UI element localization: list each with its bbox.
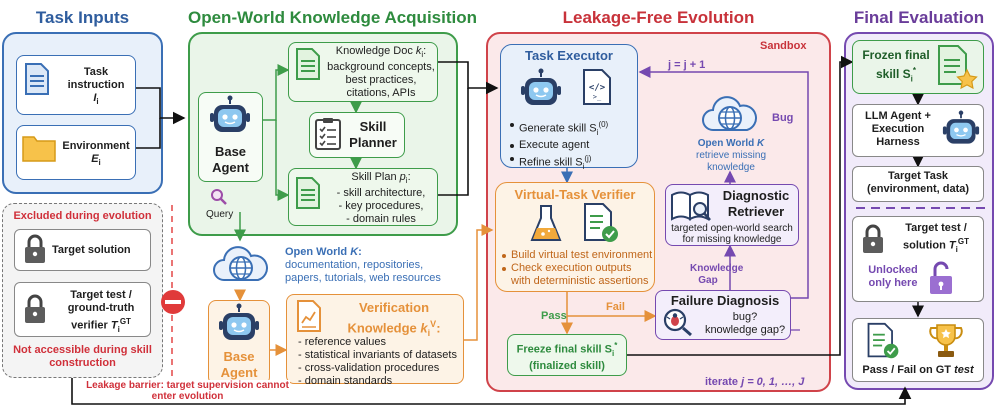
document-icon <box>25 63 49 95</box>
executor-step: Execute agent <box>510 139 636 152</box>
robot-icon <box>219 303 259 340</box>
excluded-title: Excluded during evolution <box>13 210 152 222</box>
unlocked-label: Unlocked only here <box>868 264 918 289</box>
knowledge-doc-title: Knowledge Doc ki: <box>335 45 427 60</box>
open-world-body: retrieve missing knowledge <box>695 150 767 173</box>
query-label: Query <box>206 209 234 220</box>
freeze-skill-text: Freeze final skill Si* (finalized skill) <box>516 341 618 372</box>
target-task-label: Target Task (environment, data) <box>866 170 970 195</box>
evolution-title: Leakage-Free Evolution <box>562 8 755 27</box>
executor-step: Refine skill Si(j) <box>510 152 636 173</box>
cloud-globe-icon <box>702 96 757 131</box>
bug-label: Bug <box>772 112 794 124</box>
lock-icon <box>25 234 45 263</box>
checklist-verified-icon <box>867 322 899 359</box>
knowledge-gap-label: Knowledge Gap <box>690 263 744 286</box>
sandbox-label: Sandbox <box>760 40 807 52</box>
checklist-icon <box>315 118 341 150</box>
svg-text:>_: >_ <box>593 93 602 101</box>
no-entry-icon <box>161 290 185 314</box>
open-world-title: Open World K: <box>285 246 362 258</box>
document-star-icon <box>938 45 978 90</box>
verification-item: - domain standards <box>298 375 393 387</box>
cloud-globe-icon <box>213 246 268 281</box>
not-accessible-note: Not accessible during skill construction <box>13 344 152 369</box>
fail-label: Fail <box>606 301 625 313</box>
final-title: Final Evaluation <box>853 8 985 27</box>
failure-questions: bug? knowledge gap? <box>700 311 790 337</box>
base-agent-2-label: Base Agent <box>220 349 258 380</box>
loop-label: j = j + 1 <box>668 59 706 71</box>
trophy-icon <box>929 324 963 357</box>
skill-plan-title: Skill Plan pi: <box>351 171 411 186</box>
folder-icon <box>22 136 56 162</box>
task-inputs-title: Task Inputs <box>35 8 130 27</box>
base-agent-label: Base Agent <box>212 144 249 175</box>
target-test-final-card <box>852 216 984 302</box>
target-test-label: Target test / ground-truth verifier TiGT <box>67 289 135 334</box>
robot-icon <box>942 110 980 144</box>
target-solution-label: Target solution <box>52 244 131 256</box>
failure-question: bug? <box>732 311 758 323</box>
document-icon <box>296 48 320 80</box>
open-world-body: documentation, repositories, papers, tut… <box>285 259 441 284</box>
instruction-title: Task instruction <box>67 66 125 91</box>
verification-item: - statistical invariants of datasets <box>298 349 457 361</box>
target-test-final-label: Target test / solution TiGT <box>903 222 969 254</box>
verification-title: Verification Knowledge kiV: <box>347 300 441 338</box>
diagnostic-body: targeted open-world search for missing k… <box>671 223 793 245</box>
open-world-title: Open World K <box>697 138 765 149</box>
open-world-knowledge-text: Open World K: documentation, repositorie… <box>285 246 450 285</box>
task-executor-title: Task Executor <box>525 48 613 63</box>
instruction-symbol: Ii <box>93 92 99 107</box>
pass-label: Pass <box>541 310 567 322</box>
search-icon <box>211 189 227 205</box>
verifier-title: Virtual-Task Verifier <box>514 187 636 202</box>
lock-icon <box>863 224 883 253</box>
executor-step: Generate skill Si(0) <box>510 118 636 139</box>
skill-plan-item: - skill architecture, <box>336 187 426 200</box>
pass-fail-label: Pass / Fail on GT test <box>862 364 974 376</box>
verification-items: - reference values - statistical invaria… <box>298 336 460 388</box>
failure-question: knowledge gap? <box>704 324 786 336</box>
skill-plan-item: - domain rules <box>346 213 416 226</box>
environment-label: Environment Ei <box>58 140 134 169</box>
environment-symbol: Ei <box>91 153 101 168</box>
code-file-icon: </>>_ <box>583 69 611 105</box>
knowledge-title: Open-World Knowledge Acquisition <box>188 8 477 27</box>
frozen-skill-text: Frozen final skill Si* <box>862 48 930 84</box>
verification-item: - cross-validation procedures <box>298 362 440 374</box>
diagnostic-title: Diagnostic Retriever <box>722 188 790 219</box>
executor-steps: Generate skill Si(0) Execute agent Refin… <box>510 118 636 173</box>
robot-icon <box>521 68 561 105</box>
knowledge-doc-text: Knowledge Doc ki: background concepts, b… <box>325 45 437 100</box>
verification-item: - reference values <box>298 336 387 348</box>
task-executor-card <box>500 44 638 168</box>
iterate-label: iterate j = 0, 1, …, J <box>705 376 805 388</box>
unlocked-icon <box>930 261 952 294</box>
lock-icon <box>25 294 45 323</box>
target-task-card <box>852 166 984 202</box>
document-icon <box>296 177 320 209</box>
instruction-label: Task instruction Ii <box>58 66 134 108</box>
knowledge-doc-body: background concepts, best practices, cit… <box>327 61 435 100</box>
leakage-barrier-note: Leakage barrier: target supervision cann… <box>85 380 290 402</box>
skill-plan-text: Skill Plan pi: - skill architecture, - k… <box>325 171 437 226</box>
skill-planner-label: Skill Planner <box>349 119 397 150</box>
verifier-steps: Build virtual test environment Check exe… <box>502 249 654 288</box>
environment-title: Environment <box>62 140 130 152</box>
robot-icon <box>210 95 250 132</box>
verifier-step: Build virtual test environment <box>502 249 654 262</box>
open-world-retrieve-text: Open World K retrieve missing knowledge <box>684 138 778 174</box>
chart-document-icon <box>297 300 321 332</box>
book-search-icon <box>671 191 711 221</box>
verifier-step: Check execution outputs with determinist… <box>502 262 654 288</box>
checklist-verified-icon <box>584 203 618 242</box>
freeze-skill-card <box>507 334 627 376</box>
flask-icon <box>530 205 562 241</box>
svg-text:</>: </> <box>589 83 606 93</box>
skill-plan-item: - key procedures, <box>338 200 424 213</box>
llm-agent-label: LLM Agent + Execution Harness <box>865 110 931 148</box>
bug-magnifier-icon <box>663 308 692 337</box>
